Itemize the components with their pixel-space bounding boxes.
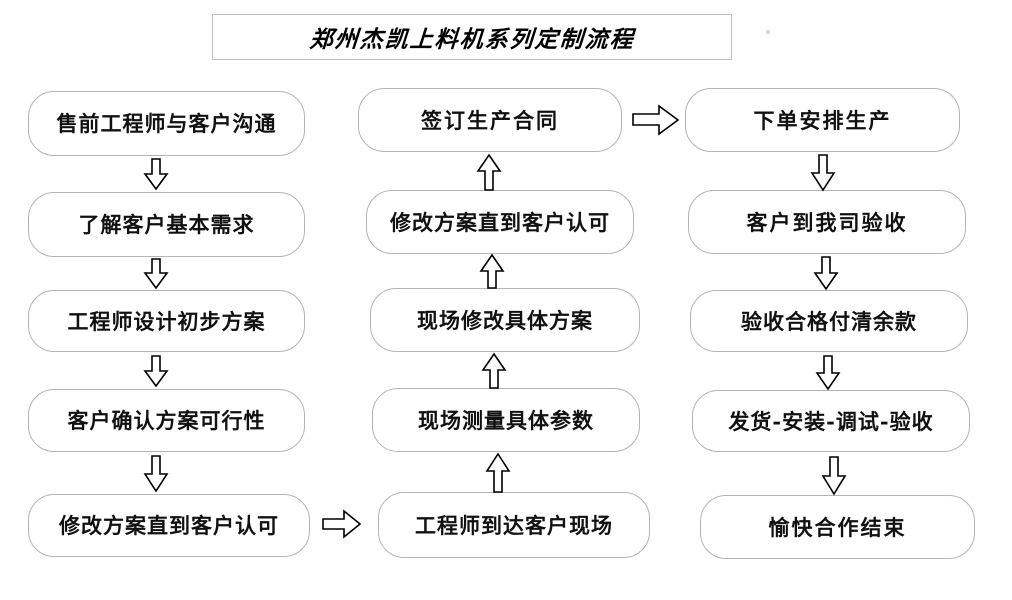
arrow-middle-up-2-icon bbox=[478, 253, 506, 289]
chart-title: 郑州杰凯上料机系列定制流程 bbox=[308, 26, 636, 53]
node-left-2[interactable]: 了解客户基本需求 bbox=[28, 192, 305, 257]
node-left-4[interactable]: 客户确认方案可行性 bbox=[28, 389, 305, 452]
node-right-3[interactable]: 验收合格付清余款 bbox=[690, 290, 968, 352]
node-right-4[interactable]: 发货-安装-调试-验收 bbox=[692, 390, 970, 452]
node-middle-5[interactable]: 工程师到达客户现场 bbox=[378, 492, 650, 558]
node-left-3[interactable]: 工程师设计初步方案 bbox=[28, 290, 305, 352]
node-right-4-label: 发货-安装-调试-验收 bbox=[728, 408, 934, 434]
node-right-1[interactable]: 下单安排生产 bbox=[685, 88, 960, 152]
node-left-1[interactable]: 售前工程师与客户沟通 bbox=[28, 91, 305, 156]
arrow-right-down-3-icon bbox=[814, 355, 842, 391]
arrow-left-to-middle-icon bbox=[322, 509, 362, 539]
arrow-right-down-2-icon bbox=[812, 256, 840, 291]
arrow-middle-up-1-icon bbox=[475, 153, 503, 191]
arrow-left-down-1-icon bbox=[142, 158, 170, 191]
node-left-2-label: 了解客户基本需求 bbox=[78, 212, 255, 237]
node-right-3-label: 验收合格付清余款 bbox=[741, 308, 917, 334]
node-left-5[interactable]: 修改方案直到客户认可 bbox=[28, 494, 310, 557]
node-left-5-label: 修改方案直到客户认可 bbox=[59, 513, 279, 538]
node-middle-1-label: 签订生产合同 bbox=[421, 107, 559, 133]
arrow-left-down-4-icon bbox=[142, 455, 170, 493]
node-right-2-label: 客户到我司验收 bbox=[746, 209, 908, 235]
arrow-middle-up-4-icon bbox=[484, 452, 512, 493]
node-middle-3[interactable]: 现场修改具体方案 bbox=[370, 288, 640, 352]
node-middle-5-label: 工程师到达客户现场 bbox=[415, 512, 613, 538]
arrow-left-down-2-icon bbox=[142, 258, 170, 290]
node-right-2[interactable]: 客户到我司验收 bbox=[688, 190, 966, 254]
node-left-3-label: 工程师设计初步方案 bbox=[67, 308, 266, 334]
chart-title-box: 郑州杰凯上料机系列定制流程 bbox=[212, 14, 732, 60]
node-middle-3-label: 现场修改具体方案 bbox=[417, 307, 593, 333]
arrow-right-down-1-icon bbox=[809, 154, 837, 192]
node-middle-4[interactable]: 现场测量具体参数 bbox=[372, 388, 640, 452]
node-middle-2[interactable]: 修改方案直到客户认可 bbox=[366, 190, 634, 254]
node-right-1-label: 下单安排生产 bbox=[753, 107, 892, 133]
node-right-5[interactable]: 愉快合作结束 bbox=[700, 495, 975, 559]
stray-speck bbox=[766, 30, 770, 34]
node-right-5-label: 愉快合作结束 bbox=[768, 514, 907, 540]
arrow-right-down-4-icon bbox=[820, 456, 848, 496]
node-left-1-label: 售前工程师与客户沟通 bbox=[56, 111, 277, 136]
node-middle-2-label: 修改方案直到客户认可 bbox=[390, 209, 610, 235]
arrow-left-down-3-icon bbox=[142, 355, 170, 388]
node-left-4-label: 客户确认方案可行性 bbox=[67, 408, 266, 433]
arrow-middle-to-right-icon bbox=[632, 104, 680, 136]
arrow-middle-up-3-icon bbox=[480, 352, 508, 389]
node-middle-4-label: 现场测量具体参数 bbox=[418, 407, 594, 433]
node-middle-1[interactable]: 签订生产合同 bbox=[358, 88, 622, 152]
